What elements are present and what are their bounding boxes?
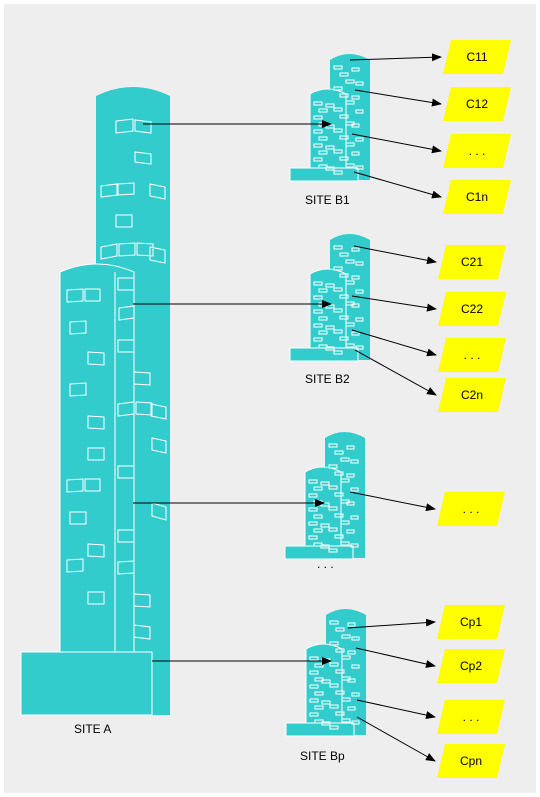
target-node: Cp2 [437, 649, 505, 683]
site-label: SITE B1 [305, 193, 350, 207]
target-label: Cp1 [460, 615, 482, 629]
target-node: C12 [443, 87, 511, 121]
target-label: . . . [469, 144, 486, 158]
target-node: Cp1 [437, 605, 505, 639]
target-shape [438, 292, 506, 326]
site-label: SITE Bp [300, 749, 345, 763]
site-group: . . . . . . [133, 432, 505, 571]
distribution-arrow [353, 245, 437, 265]
target-node: . . . [443, 134, 511, 168]
target-label: C12 [466, 97, 488, 111]
distribution-arrow [351, 295, 437, 312]
target-shape [438, 338, 506, 372]
distribution-arrow [354, 349, 437, 396]
target-node: C22 [438, 292, 506, 326]
distribution-arrow [349, 53, 442, 62]
target-node: Cpn [437, 744, 505, 778]
target-node: C21 [438, 245, 506, 279]
target-shape [437, 649, 505, 683]
target-label: C22 [461, 302, 483, 316]
distribution-arrow [353, 171, 442, 199]
site-label: . . . [317, 557, 334, 571]
distribution-arrow [347, 618, 436, 629]
target-node: . . . [437, 492, 505, 526]
site-building [284, 432, 365, 560]
target-node: C2n [438, 378, 506, 412]
target-shape [443, 40, 511, 74]
site-building [289, 234, 370, 362]
distribution-arrow [351, 329, 437, 357]
target-shape [437, 744, 505, 778]
target-label: Cpn [460, 754, 482, 768]
target-shape [437, 700, 505, 734]
site-building [289, 54, 370, 182]
distribution-arrow [351, 133, 442, 154]
target-label: C21 [461, 255, 483, 269]
distribution-arrow [355, 647, 436, 668]
target-label: C2n [461, 388, 483, 402]
site-a-label: SITE A [74, 722, 111, 736]
site-label: SITE B2 [305, 372, 350, 386]
target-label: C11 [466, 50, 487, 64]
site-a-building [20, 87, 170, 716]
distribution-arrow [356, 699, 436, 719]
target-label: C1n [466, 190, 488, 204]
target-shape [438, 245, 506, 279]
target-shape [443, 180, 511, 214]
distribution-arrow [354, 89, 442, 107]
site-building [285, 609, 366, 737]
target-shape [438, 378, 506, 412]
target-shape [437, 492, 505, 526]
target-label: . . . [463, 710, 480, 724]
distribution-arrow [356, 716, 436, 762]
target-label: . . . [464, 348, 481, 362]
target-shape [443, 134, 511, 168]
target-node: C1n [443, 180, 511, 214]
target-node: C11 [443, 40, 511, 74]
target-shape [443, 87, 511, 121]
target-node: . . . [438, 338, 506, 372]
target-label: Cp2 [460, 659, 482, 673]
target-shape [437, 605, 505, 639]
target-node: . . . [437, 700, 505, 734]
target-label: . . . [463, 502, 480, 516]
distribution-arrow [349, 491, 436, 512]
